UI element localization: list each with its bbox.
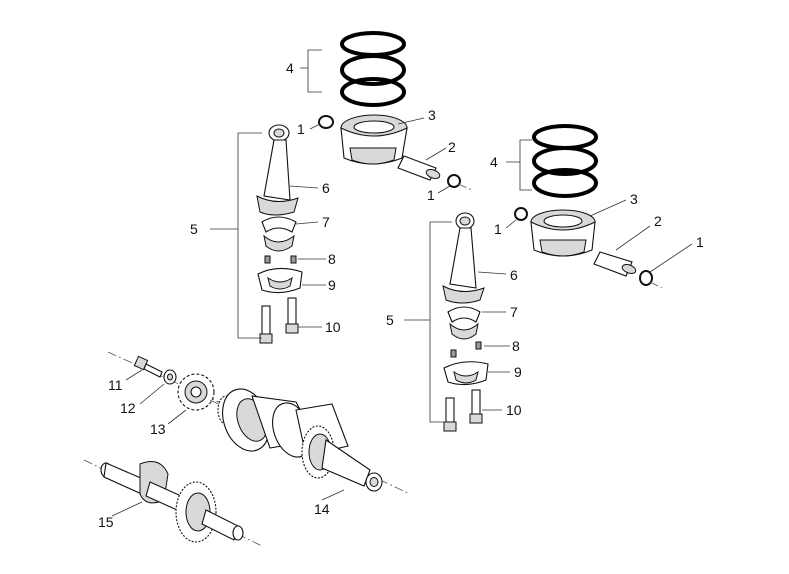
callout-bearing-upper-a: 7 [322, 214, 330, 230]
rod-bolts-right [443, 389, 483, 432]
piston-left [340, 114, 408, 165]
callout-balance-shaft: 15 [98, 514, 114, 530]
callout-piston-b: 3 [630, 191, 638, 207]
piston-rings-left [340, 31, 406, 107]
bearing-shell-upper-right [447, 306, 481, 340]
callout-ring-b: 4 [490, 154, 498, 170]
rod-cap-right [443, 361, 489, 386]
piston-right [530, 209, 596, 257]
timing-gear [177, 373, 215, 411]
callout-pin-b: 2 [654, 213, 662, 229]
circlip-left-upper [318, 115, 334, 129]
piston-pin-left [397, 155, 441, 181]
gear-washer [163, 369, 177, 385]
callout-gear-washer: 12 [120, 400, 136, 416]
dowel-left [264, 255, 297, 264]
rod-bolts-left [259, 297, 299, 344]
callout-clip-b2: 1 [696, 234, 704, 250]
piston-pin-right [593, 251, 637, 277]
callout-rod-a: 5 [190, 221, 198, 237]
callout-rod-b: 5 [386, 312, 394, 328]
callout-crankshaft: 14 [314, 501, 330, 517]
balance-shaft [100, 461, 244, 543]
callout-bearing-upper-b: 7 [510, 304, 518, 320]
bearing-shell-upper-left [261, 216, 297, 252]
rod-cap-left [257, 267, 303, 294]
dowel-right [450, 341, 482, 358]
callout-rod-body-b: 6 [510, 267, 518, 283]
callout-gear-bolt: 11 [108, 377, 123, 393]
callout-clip-b1: 1 [494, 221, 502, 237]
gear-bolt [133, 355, 163, 378]
callout-clip-a1: 1 [297, 121, 305, 137]
callout-cap-b: 9 [514, 364, 522, 380]
callout-timing-gear: 13 [150, 421, 166, 437]
circlip-right-upper [514, 207, 528, 221]
callout-dowel-b: 8 [512, 338, 520, 354]
piston-rings-right [532, 124, 598, 198]
connecting-rod-left [256, 124, 299, 216]
connecting-rod-right [442, 212, 485, 304]
callout-bolt-b: 10 [506, 402, 522, 418]
callout-rod-body-a: 6 [322, 180, 330, 196]
callout-dowel-a: 8 [328, 251, 336, 267]
callout-clip-a2: 1 [427, 187, 435, 203]
callout-cap-a: 9 [328, 277, 336, 293]
callout-ring-a: 4 [286, 60, 294, 76]
crankshaft [217, 388, 383, 492]
circlip-left-lower [447, 174, 461, 188]
callout-piston-a: 3 [428, 107, 436, 123]
circlip-right-lower [639, 270, 653, 286]
callout-pin-a: 2 [448, 139, 456, 155]
callout-bolt-a: 10 [325, 319, 341, 335]
